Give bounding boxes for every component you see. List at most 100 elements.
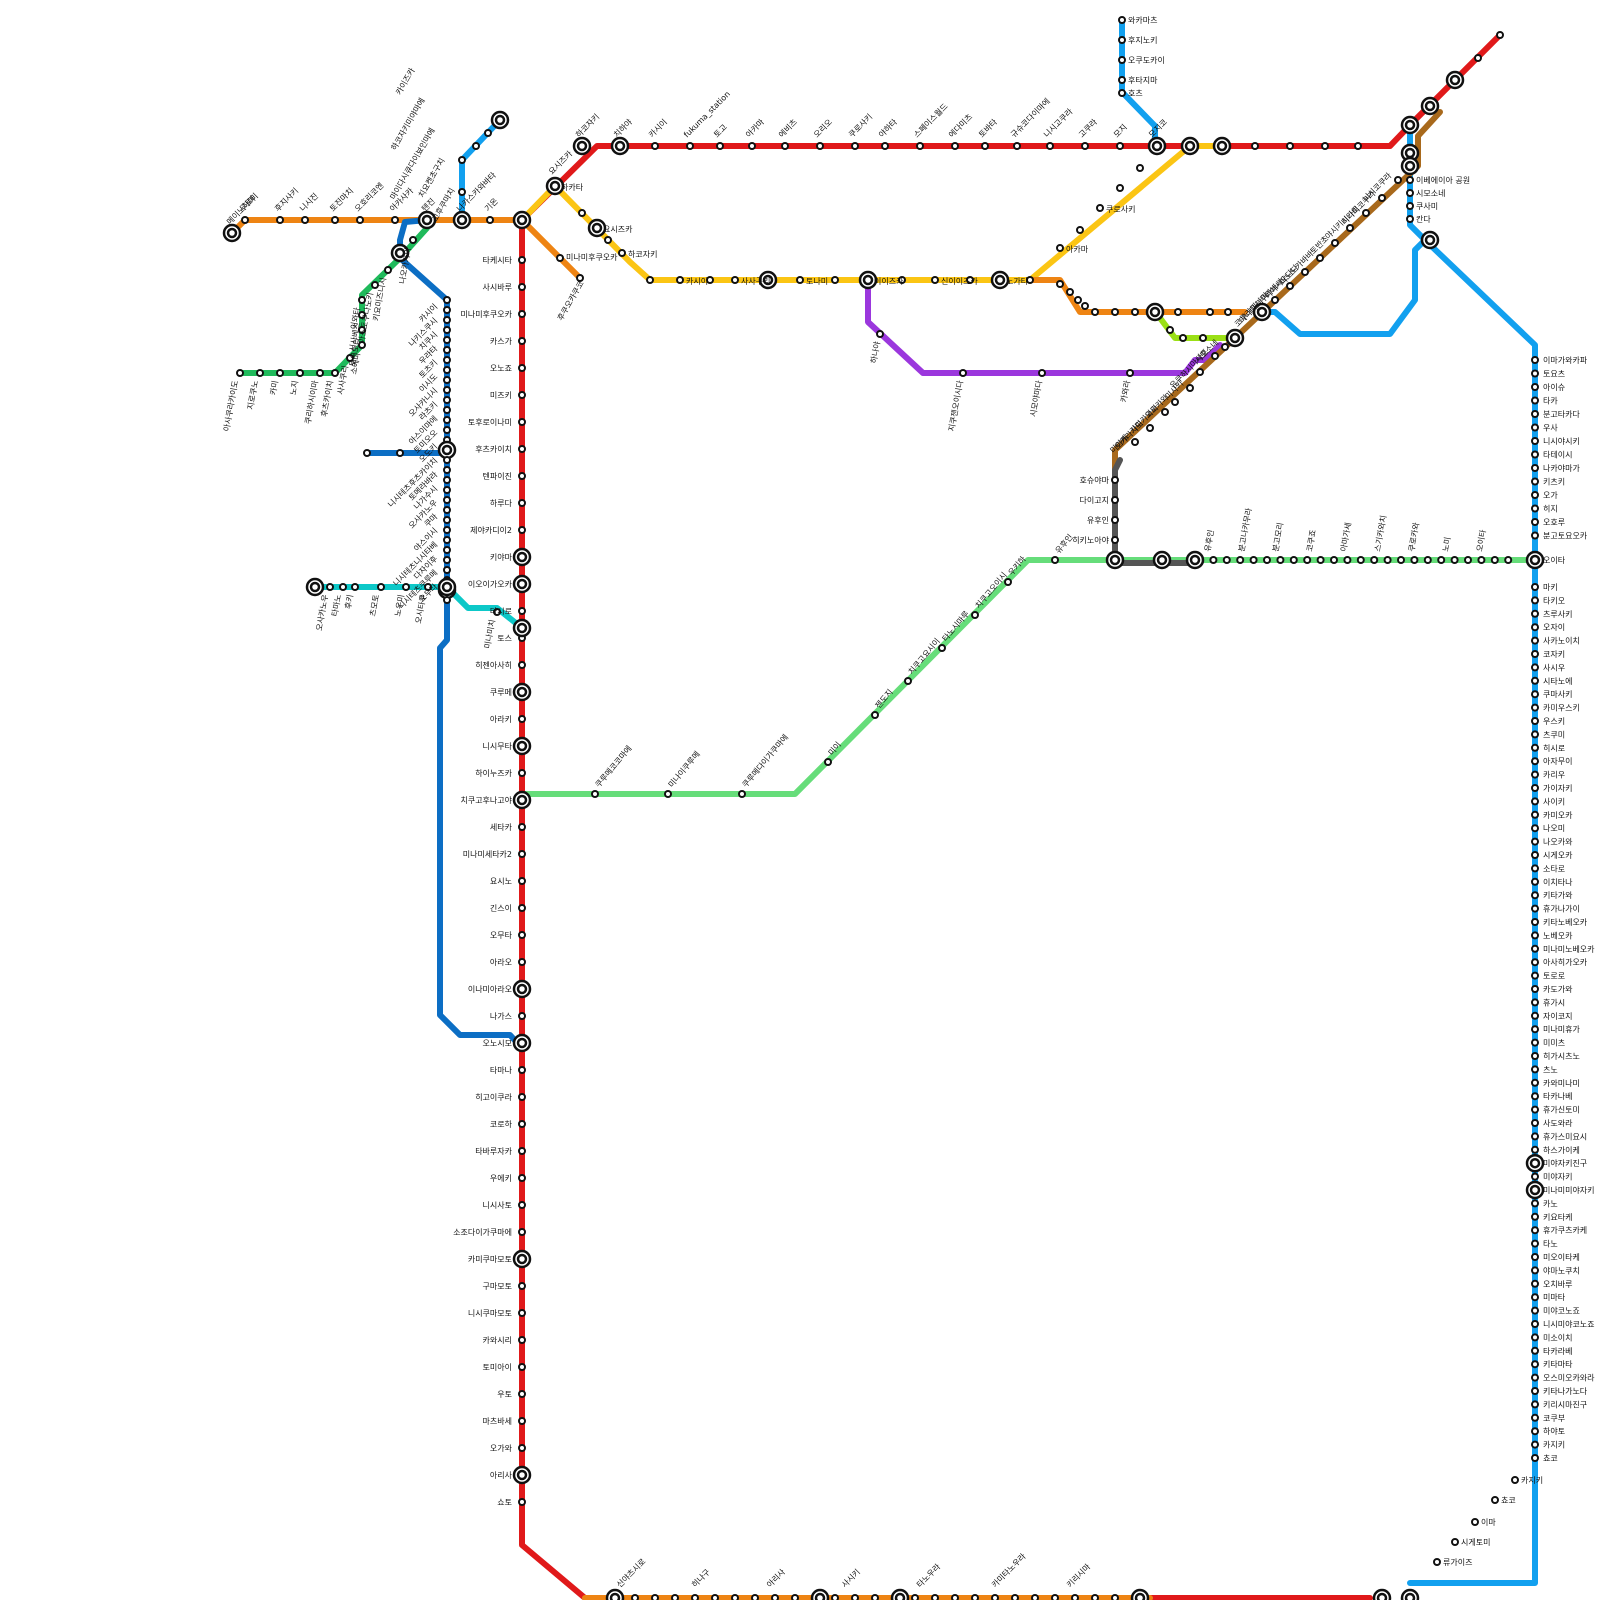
station-marker[interactable] (1127, 370, 1133, 376)
station-marker[interactable] (1532, 371, 1538, 377)
station-marker[interactable] (1532, 812, 1538, 818)
station-marker[interactable] (1532, 1066, 1538, 1072)
station-marker[interactable] (752, 1595, 758, 1600)
station-marker[interactable] (1014, 143, 1020, 149)
station-marker[interactable] (1532, 1093, 1538, 1099)
station-marker[interactable] (917, 143, 923, 149)
station-marker[interactable] (1347, 225, 1353, 231)
station-marker[interactable] (1532, 506, 1538, 512)
station-marker[interactable] (1147, 425, 1153, 431)
station-marker[interactable] (444, 327, 450, 333)
station-marker[interactable] (1532, 611, 1538, 617)
station-marker[interactable] (932, 277, 938, 283)
station-marker[interactable] (1057, 245, 1063, 251)
station-marker[interactable] (1222, 344, 1228, 350)
station-marker[interactable] (1371, 557, 1377, 563)
station-marker[interactable] (1532, 624, 1538, 630)
station-marker[interactable] (519, 1013, 525, 1019)
station-marker[interactable] (444, 347, 450, 353)
station-marker[interactable] (444, 307, 450, 313)
station-marker[interactable] (952, 1595, 958, 1600)
station-marker[interactable] (1434, 1559, 1440, 1565)
station-marker[interactable] (1112, 1595, 1118, 1600)
station-marker[interactable] (1385, 557, 1391, 563)
station-marker[interactable] (692, 1595, 698, 1600)
station-marker[interactable] (1379, 195, 1385, 201)
station-marker[interactable] (1532, 1040, 1538, 1046)
station-marker[interactable] (1532, 1214, 1538, 1220)
station-marker[interactable] (444, 567, 450, 573)
station-marker[interactable] (1532, 1080, 1538, 1086)
station-marker[interactable] (1532, 1013, 1538, 1019)
station-marker[interactable] (1532, 946, 1538, 952)
station-marker[interactable] (519, 716, 525, 722)
station-marker[interactable] (1532, 1442, 1538, 1448)
station-marker[interactable] (677, 277, 683, 283)
station-marker[interactable] (579, 210, 585, 216)
station-marker[interactable] (444, 507, 450, 513)
station-marker[interactable] (1137, 165, 1143, 171)
station-marker[interactable] (1532, 1120, 1538, 1126)
station-marker[interactable] (1264, 557, 1270, 563)
station-marker[interactable] (932, 1595, 938, 1600)
station-marker[interactable] (1532, 1375, 1538, 1381)
station-marker[interactable] (1532, 932, 1538, 938)
station-marker[interactable] (652, 143, 658, 149)
station-marker[interactable] (519, 851, 525, 857)
station-marker[interactable] (1532, 398, 1538, 404)
station-marker[interactable] (397, 450, 403, 456)
station-marker[interactable] (277, 217, 283, 223)
station-marker[interactable] (1318, 557, 1324, 563)
station-marker[interactable] (1532, 664, 1538, 670)
station-marker[interactable] (485, 130, 491, 136)
station-marker[interactable] (1097, 205, 1103, 211)
station-marker[interactable] (1395, 177, 1401, 183)
station-marker[interactable] (392, 217, 398, 223)
station-marker[interactable] (302, 217, 308, 223)
station-marker[interactable] (364, 450, 370, 456)
station-marker[interactable] (1532, 1455, 1538, 1461)
station-marker[interactable] (1532, 879, 1538, 885)
station-marker[interactable] (1532, 1348, 1538, 1354)
station-marker[interactable] (1075, 297, 1081, 303)
station-marker[interactable] (1251, 557, 1257, 563)
station-marker[interactable] (519, 959, 525, 965)
station-marker[interactable] (1207, 309, 1213, 315)
station-marker[interactable] (1532, 772, 1538, 778)
station-marker[interactable] (1532, 1267, 1538, 1273)
station-marker[interactable] (872, 1595, 878, 1600)
station-marker[interactable] (1532, 1415, 1538, 1421)
station-marker[interactable] (1407, 177, 1413, 183)
station-marker[interactable] (712, 1595, 718, 1600)
station-marker[interactable] (519, 1175, 525, 1181)
station-marker[interactable] (378, 584, 384, 590)
station-marker[interactable] (1344, 557, 1350, 563)
station-marker[interactable] (519, 257, 525, 263)
station-marker[interactable] (1172, 399, 1178, 405)
station-marker[interactable] (1119, 37, 1125, 43)
station-marker[interactable] (1532, 1254, 1538, 1260)
station-marker[interactable] (1092, 309, 1098, 315)
station-marker[interactable] (1132, 309, 1138, 315)
station-marker[interactable] (519, 284, 525, 290)
station-marker[interactable] (739, 791, 745, 797)
station-marker[interactable] (519, 1121, 525, 1127)
station-marker[interactable] (1197, 369, 1203, 375)
station-marker[interactable] (1532, 1227, 1538, 1233)
station-marker[interactable] (872, 712, 878, 718)
station-marker[interactable] (1322, 143, 1328, 149)
station-marker[interactable] (632, 1595, 638, 1600)
station-marker[interactable] (519, 1310, 525, 1316)
station-marker[interactable] (1532, 999, 1538, 1005)
station-marker[interactable] (519, 311, 525, 317)
station-marker[interactable] (1092, 1595, 1098, 1600)
station-marker[interactable] (1039, 370, 1045, 376)
station-marker[interactable] (619, 250, 625, 256)
station-marker[interactable] (1532, 638, 1538, 644)
station-marker[interactable] (972, 1595, 978, 1600)
station-marker[interactable] (882, 143, 888, 149)
station-marker[interactable] (1425, 557, 1431, 563)
station-marker[interactable] (992, 1595, 998, 1600)
station-marker[interactable] (444, 467, 450, 473)
station-marker[interactable] (1532, 1294, 1538, 1300)
